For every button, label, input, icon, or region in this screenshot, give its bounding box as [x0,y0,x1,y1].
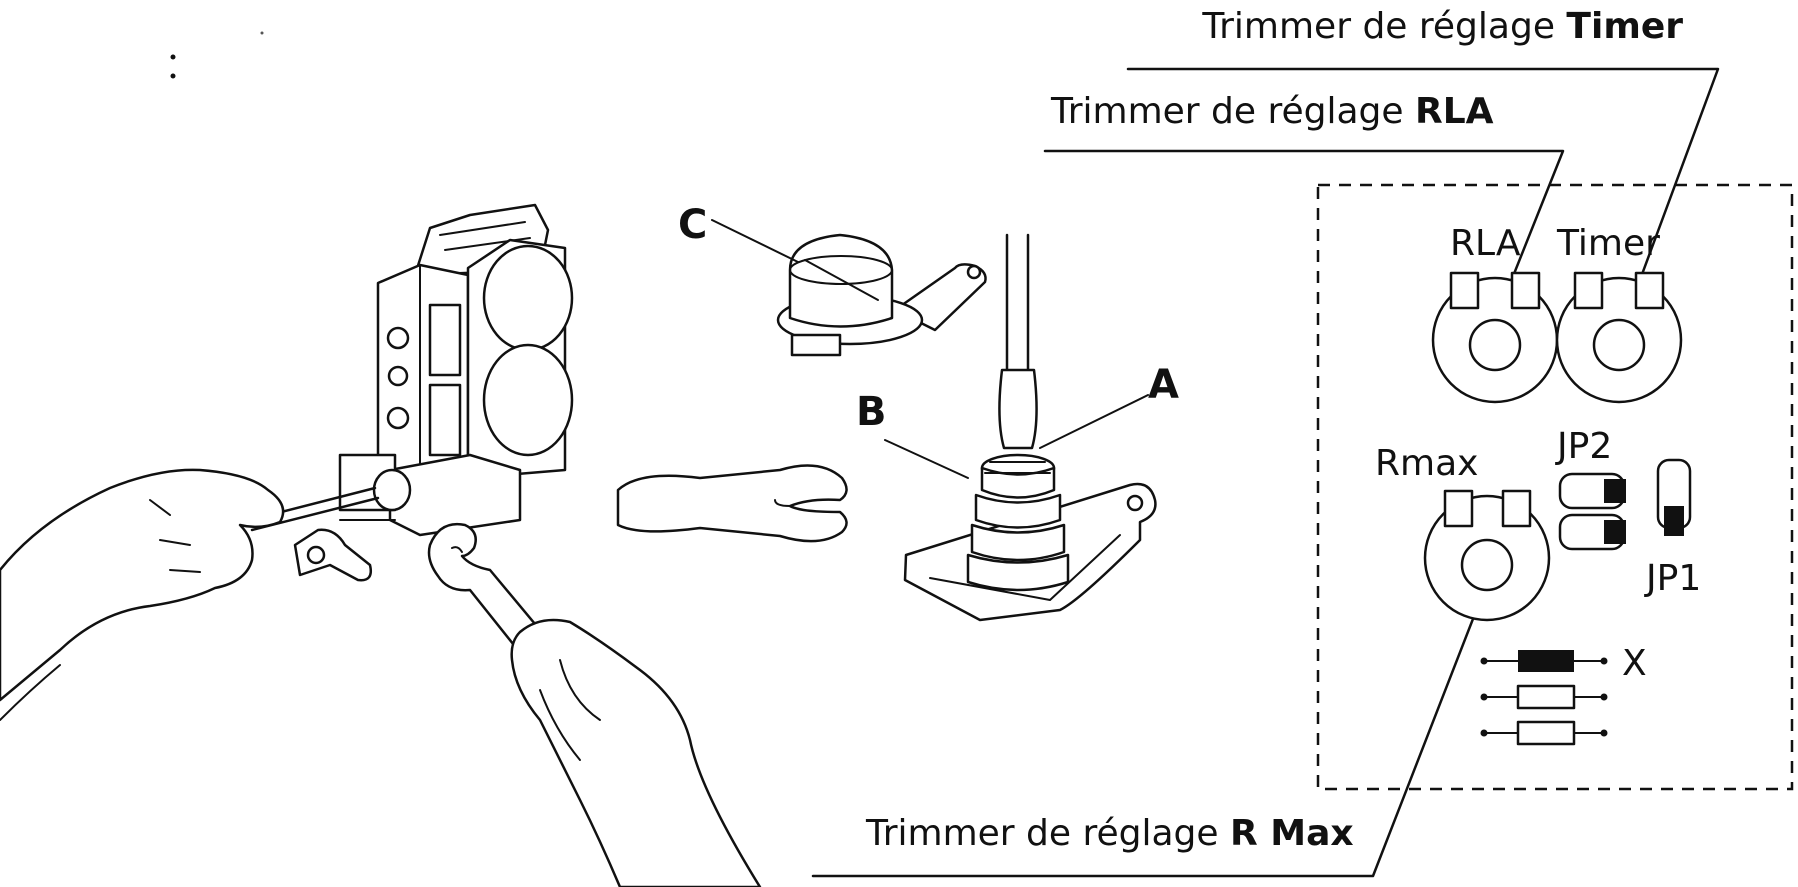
gas-valve-body [338,203,574,537]
callout-rmax-leader [811,568,1494,878]
pcb-detail: RLA Timer Rmax JP2 JP1 [1316,183,1794,791]
jp1-jumper [1656,458,1692,536]
scan-dots [170,31,264,79]
rmax-trimmer [1423,489,1551,622]
board-x-label: X [1622,643,1647,684]
left-hand [0,468,285,721]
callout-timer-leader [1126,67,1720,298]
right-hand [510,618,762,887]
callout-timer-label: Trimmer de réglage Timer [1201,6,1683,47]
board-rla-label: RLA [1450,223,1521,264]
pcb-dashed-border [1316,183,1794,791]
timer-trimmer [1555,271,1683,404]
part-c-label: C [678,202,707,248]
loose-fitting-part [293,528,372,582]
jp2-jumper [1558,472,1626,551]
callout-rmax-label: Trimmer de réglage R Max [865,813,1354,854]
board-timer-label: Timer [1556,223,1660,264]
callout-a-leader [1039,394,1149,449]
part-b-label: B [856,389,887,435]
rla-trimmer [1431,271,1559,404]
part-a-label: A [1148,362,1179,408]
board-rmax-label: Rmax [1375,443,1478,484]
cap-c-component [776,233,987,357]
callout-b-leader [884,439,969,479]
board-jp2-label: JP2 [1555,426,1612,467]
callout-rla-label: Trimmer de réglage RLA [1050,91,1494,132]
screwdriver-adjust-assembly [903,233,1157,622]
callout-c-leader [711,219,799,263]
board-jp1-label: JP1 [1644,558,1701,599]
fork-spanner-tool [616,464,848,543]
resistor-array [1480,650,1608,746]
